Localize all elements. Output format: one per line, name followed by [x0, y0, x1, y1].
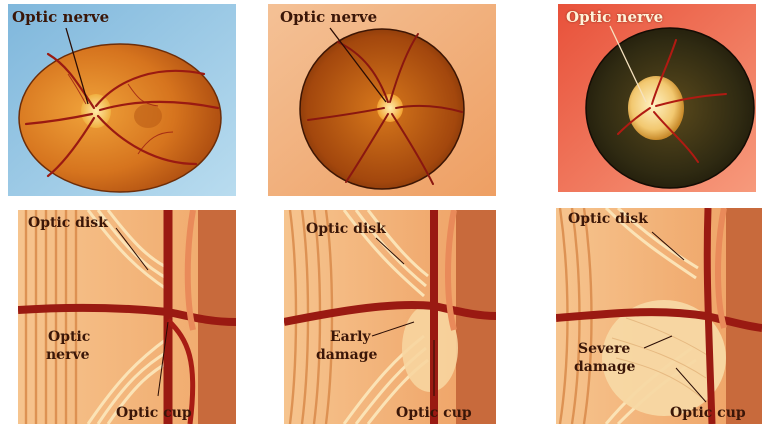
fundus-severe-label: Optic nerve [566, 10, 663, 25]
fundus-normal-label: Optic nerve [12, 10, 109, 25]
cross-severe-top-label: Optic disk [568, 212, 648, 227]
cross-section-severe-image [556, 208, 762, 424]
cross-severe-middle-label-line1: Severe [578, 342, 630, 357]
cross-early-middle-label-line2: damage [316, 348, 377, 363]
fundus-severe-image [558, 4, 756, 192]
cross-early-top-label: Optic disk [306, 222, 386, 237]
cross-severe-bottom-label: Optic cup [670, 406, 746, 421]
cross-early-middle-label-line1: Early [330, 330, 371, 345]
cross-normal-middle-label-line2: nerve [46, 348, 90, 363]
cross-severe-middle-label-line2: damage [574, 360, 635, 375]
fundus-normal-image [8, 4, 236, 196]
cross-section-normal: Optic disk Optic nerve Optic cup [18, 210, 236, 424]
cross-normal-middle-label-line1: Optic [48, 330, 90, 345]
cross-normal-bottom-label: Optic cup [116, 406, 192, 421]
fundus-panel-early: Optic nerve [268, 4, 496, 196]
cross-section-normal-image [18, 210, 236, 424]
cross-section-severe: Optic disk Severe damage Optic cup [556, 208, 762, 424]
fundus-panel-normal: Optic nerve [8, 4, 236, 196]
cross-section-early-image [284, 210, 496, 424]
fundus-panel-severe: Optic nerve [558, 4, 756, 192]
cross-section-early: Optic disk Early damage Optic cup [284, 210, 496, 424]
fundus-early-label: Optic nerve [280, 10, 377, 25]
fundus-early-image [268, 4, 496, 196]
cross-early-bottom-label: Optic cup [396, 406, 472, 421]
cross-normal-top-label: Optic disk [28, 216, 108, 231]
